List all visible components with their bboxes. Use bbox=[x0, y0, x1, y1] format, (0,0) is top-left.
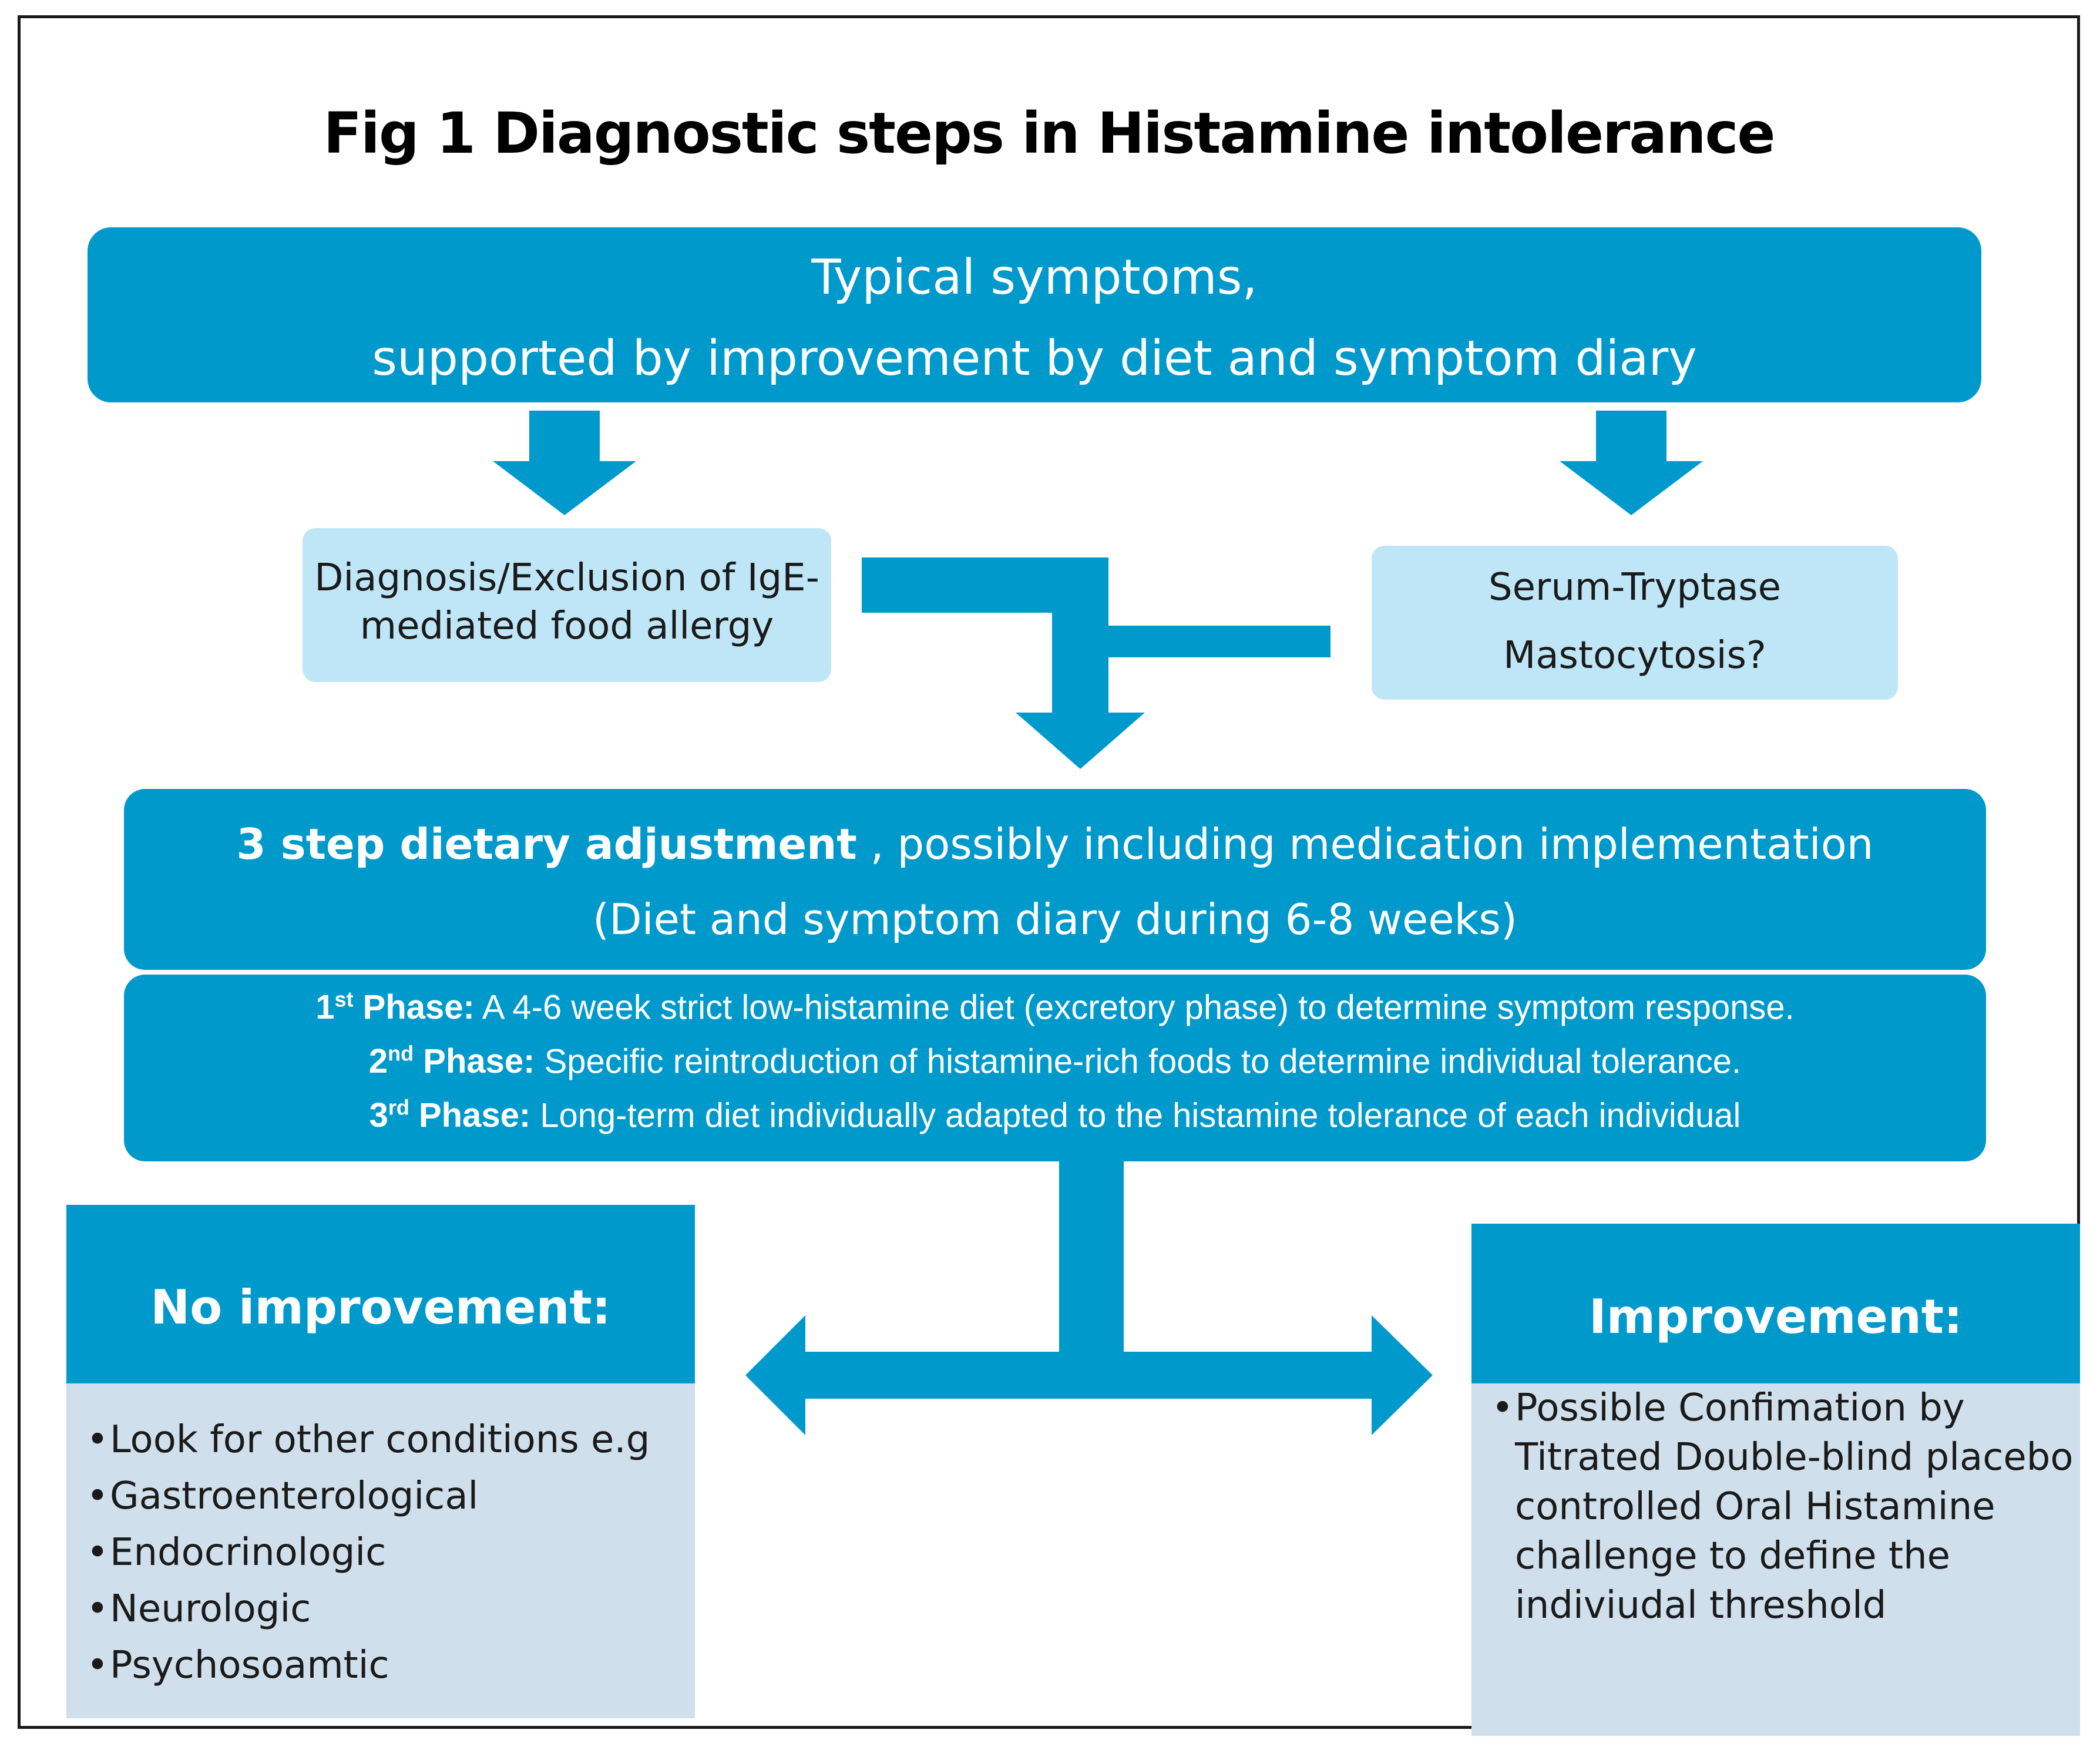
figure-frame: Fig 1 Diagnostic steps in Histamine into… bbox=[18, 15, 2080, 1736]
connector-phase-down bbox=[1059, 1144, 1124, 1367]
list-item: •Look for other conditions e.g bbox=[86, 1418, 650, 1462]
phase-3: 3rd Phase: Long-term diet individually a… bbox=[369, 1096, 1741, 1135]
dietary-adjustment-bold: 3 step dietary adjustment bbox=[236, 819, 857, 869]
list-item-continuation: controlled Oral Histamine bbox=[1515, 1485, 1995, 1529]
list-item: •Possible Confimation by bbox=[1491, 1386, 1965, 1430]
phase-2: 2nd Phase: Specific reintroduction of hi… bbox=[368, 1042, 1742, 1081]
typical-symptoms-line2: supported by improvement by diet and sym… bbox=[372, 331, 1697, 387]
list-item: •Gastroenterological bbox=[86, 1474, 479, 1518]
improvement-heading: Improvement: bbox=[1471, 1224, 2080, 1383]
phase-1: 1st Phase: A 4-6 week strict low-histami… bbox=[315, 987, 1795, 1027]
list-item: •Endocrinologic bbox=[86, 1531, 387, 1574]
list-item-continuation: indiviudal threshold bbox=[1515, 1584, 1887, 1627]
connector-ige-elbow bbox=[862, 557, 1145, 769]
tryptase-box: Serum-Tryptase Mastocytosis? bbox=[1372, 546, 1898, 700]
list-item-continuation: challenge to define the bbox=[1515, 1534, 1951, 1578]
no-improvement-list: •Look for other conditions e.g •Gastroen… bbox=[66, 1383, 695, 1718]
list-item: •Psychosoamtic bbox=[86, 1644, 389, 1687]
improvement-text: •Possible Confimation by Titrated Double… bbox=[1471, 1383, 2080, 1736]
tryptase-line2: Mastocytosis? bbox=[1503, 634, 1766, 677]
connector-layer bbox=[493, 411, 1703, 1435]
list-item: •Neurologic bbox=[86, 1587, 311, 1631]
figure-title: Fig 1 Diagnostic steps in Histamine into… bbox=[323, 100, 1775, 166]
arrow-down-right bbox=[1560, 411, 1703, 515]
dietary-adjustment-line1: 3 step dietary adjustment , possibly inc… bbox=[124, 819, 1986, 869]
ige-line2: mediated food allergy bbox=[359, 604, 774, 648]
tryptase-line1: Serum-Tryptase bbox=[1489, 566, 1781, 609]
arrow-double-horizontal bbox=[745, 1315, 1433, 1435]
list-item-continuation: Titrated Double-blind placebo bbox=[1515, 1436, 2074, 1479]
ige-line1: Diagnosis/Exclusion of IgE- bbox=[314, 556, 819, 600]
phases-box: 1st Phase: A 4-6 week strict low-histami… bbox=[124, 975, 1986, 1161]
typical-symptoms-box: Typical symptoms, supported by improveme… bbox=[88, 227, 1981, 402]
ige-allergy-box: Diagnosis/Exclusion of IgE- mediated foo… bbox=[303, 528, 831, 682]
typical-symptoms-line1: Typical symptoms, bbox=[811, 250, 1258, 305]
dietary-adjustment-line2: (Diet and symptom diary during 6-8 weeks… bbox=[593, 895, 1517, 944]
connector-tryptase bbox=[1108, 626, 1330, 657]
arrow-down-left bbox=[493, 411, 636, 515]
dietary-adjustment-box: 3 step dietary adjustment , possibly inc… bbox=[124, 789, 1986, 970]
no-improvement-heading: No improvement: bbox=[66, 1205, 695, 1383]
dietary-adjustment-rest: , possibly including medication implemen… bbox=[856, 819, 1874, 869]
